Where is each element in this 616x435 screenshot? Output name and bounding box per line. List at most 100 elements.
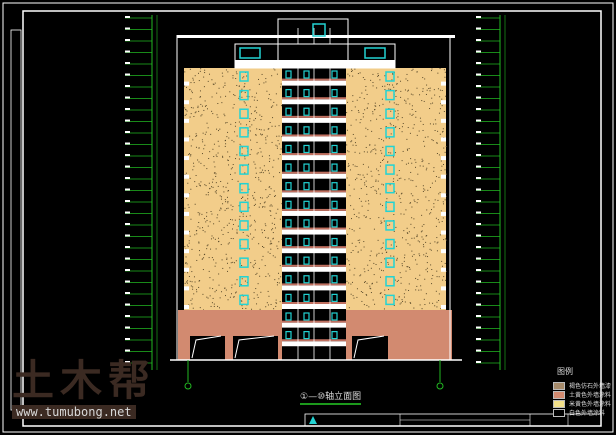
slab-edge xyxy=(184,81,189,86)
texture-dot xyxy=(275,305,277,307)
texture-dot xyxy=(241,300,243,302)
texture-dot xyxy=(236,73,238,75)
texture-dot xyxy=(393,156,395,158)
texture-dot xyxy=(231,284,233,286)
texture-dot xyxy=(198,286,200,288)
texture-dot xyxy=(442,128,444,130)
texture-dot xyxy=(390,88,392,90)
texture-dot xyxy=(407,162,409,164)
texture-dot xyxy=(419,165,421,167)
texture-dot xyxy=(403,213,405,215)
slab-edge xyxy=(184,174,189,179)
texture-dot xyxy=(260,133,262,135)
texture-dot xyxy=(241,278,243,280)
level-text xyxy=(476,108,481,110)
texture-dot xyxy=(216,92,218,94)
texture-dot xyxy=(380,276,382,278)
texture-dot xyxy=(396,281,398,283)
texture-dot xyxy=(380,222,382,224)
texture-dot xyxy=(216,114,218,116)
texture-dot xyxy=(250,224,252,226)
legend-label: 白色外墙涂料 xyxy=(569,410,606,417)
texture-dot xyxy=(400,201,402,203)
texture-dot xyxy=(417,240,419,242)
texture-dot xyxy=(383,217,385,219)
texture-dot xyxy=(247,235,249,237)
texture-dot xyxy=(256,92,258,94)
texture-dot xyxy=(270,303,272,305)
texture-dot xyxy=(215,248,217,250)
garage-opening xyxy=(352,336,388,360)
texture-dot xyxy=(240,300,242,302)
texture-dot xyxy=(199,185,201,187)
texture-dot xyxy=(367,103,369,105)
texture-dot xyxy=(253,292,255,294)
texture-dot xyxy=(356,177,358,179)
texture-dot xyxy=(255,262,257,264)
texture-dot xyxy=(267,170,269,172)
texture-dot xyxy=(198,161,200,163)
texture-dot xyxy=(394,152,396,154)
texture-dot xyxy=(195,146,197,148)
texture-dot xyxy=(236,229,238,231)
texture-dot xyxy=(373,262,375,264)
level-dimensions xyxy=(125,15,506,370)
texture-dot xyxy=(412,94,414,96)
texture-dot xyxy=(393,255,395,257)
texture-dot xyxy=(203,218,205,220)
texture-dot xyxy=(400,277,402,279)
window xyxy=(239,238,249,250)
level-text xyxy=(476,200,481,202)
window xyxy=(239,47,261,59)
texture-dot xyxy=(266,197,268,199)
texture-dot xyxy=(380,292,382,294)
texture-dot xyxy=(393,230,395,232)
texture-dot xyxy=(262,255,264,257)
texture-dot xyxy=(221,102,223,104)
texture-dot xyxy=(407,90,409,92)
texture-dot xyxy=(363,98,365,100)
texture-dot xyxy=(260,129,262,131)
texture-dot xyxy=(369,285,371,287)
texture-dot xyxy=(193,165,195,167)
slab-edge xyxy=(441,286,446,291)
texture-dot xyxy=(381,183,383,185)
texture-dot xyxy=(261,155,263,157)
texture-dot xyxy=(383,220,385,222)
texture-dot xyxy=(268,295,270,297)
texture-dot xyxy=(254,199,256,201)
window xyxy=(331,219,338,228)
texture-dot xyxy=(384,289,386,291)
window xyxy=(239,164,249,175)
texture-dot xyxy=(429,213,431,215)
texture-dot xyxy=(410,93,412,95)
texture-dot xyxy=(212,178,214,180)
slab-edge xyxy=(184,305,189,309)
texture-dot xyxy=(225,253,227,255)
texture-dot xyxy=(394,126,396,128)
texture-dot xyxy=(225,69,227,71)
window xyxy=(285,107,292,116)
texture-dot xyxy=(188,153,190,155)
texture-dot xyxy=(192,107,194,109)
texture-dot xyxy=(218,220,220,222)
texture-dot xyxy=(198,147,200,149)
texture-dot xyxy=(445,173,447,175)
texture-dot xyxy=(422,165,424,167)
texture-dot xyxy=(439,133,441,135)
texture-dot xyxy=(411,250,413,252)
texture-dot xyxy=(226,136,228,138)
texture-dot xyxy=(194,75,196,77)
texture-dot xyxy=(437,88,439,90)
texture-dot xyxy=(204,184,206,186)
texture-dot xyxy=(256,99,258,101)
texture-dot xyxy=(249,126,251,128)
texture-dot xyxy=(244,156,246,158)
texture-dot xyxy=(382,270,384,272)
texture-dot xyxy=(406,138,408,140)
texture-dot xyxy=(440,160,442,162)
texture-dot xyxy=(431,278,433,280)
texture-dot xyxy=(409,266,411,268)
texture-dot xyxy=(192,288,194,290)
texture-dot xyxy=(254,191,256,193)
